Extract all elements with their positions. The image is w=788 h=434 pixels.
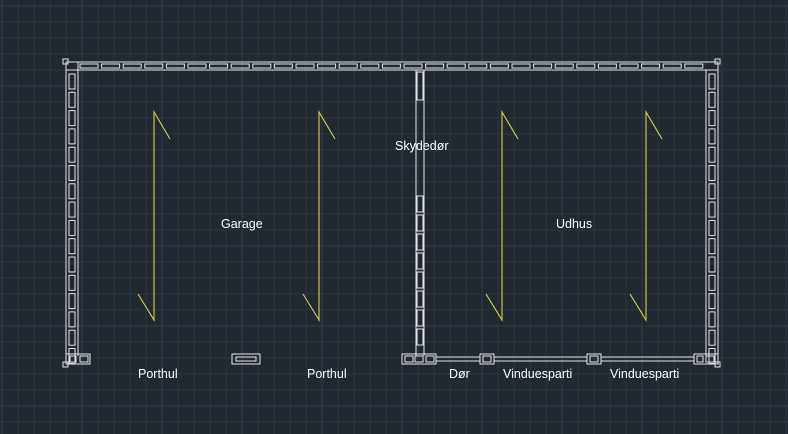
label-vinduesparti-2: Vinduesparti bbox=[610, 367, 679, 381]
label-vinduesparti-1: Vinduesparti bbox=[503, 367, 572, 381]
partition-wall bbox=[415, 70, 425, 356]
label-udhus: Udhus bbox=[556, 217, 592, 231]
label-dor: Dør bbox=[449, 367, 470, 381]
building-plan bbox=[62, 58, 721, 368]
label-porthul-left: Porthul bbox=[138, 367, 178, 381]
label-garage: Garage bbox=[221, 217, 263, 231]
roof-truss-markers bbox=[137, 109, 663, 322]
wall-post bbox=[231, 353, 261, 365]
label-porthul-right: Porthul bbox=[307, 367, 347, 381]
right-wall bbox=[705, 62, 719, 364]
label-skydedor: Skydedør bbox=[395, 139, 449, 153]
truss-line-4 bbox=[629, 109, 663, 322]
top-wall bbox=[66, 61, 718, 71]
drawing-labels: Garage Udhus Skydedør Porthul Porthul Dø… bbox=[138, 139, 679, 381]
bottom-wall bbox=[65, 353, 719, 365]
truss-line-1 bbox=[137, 109, 171, 322]
truss-line-3 bbox=[485, 109, 519, 322]
left-wall bbox=[65, 62, 79, 364]
truss-line-2 bbox=[302, 109, 336, 322]
